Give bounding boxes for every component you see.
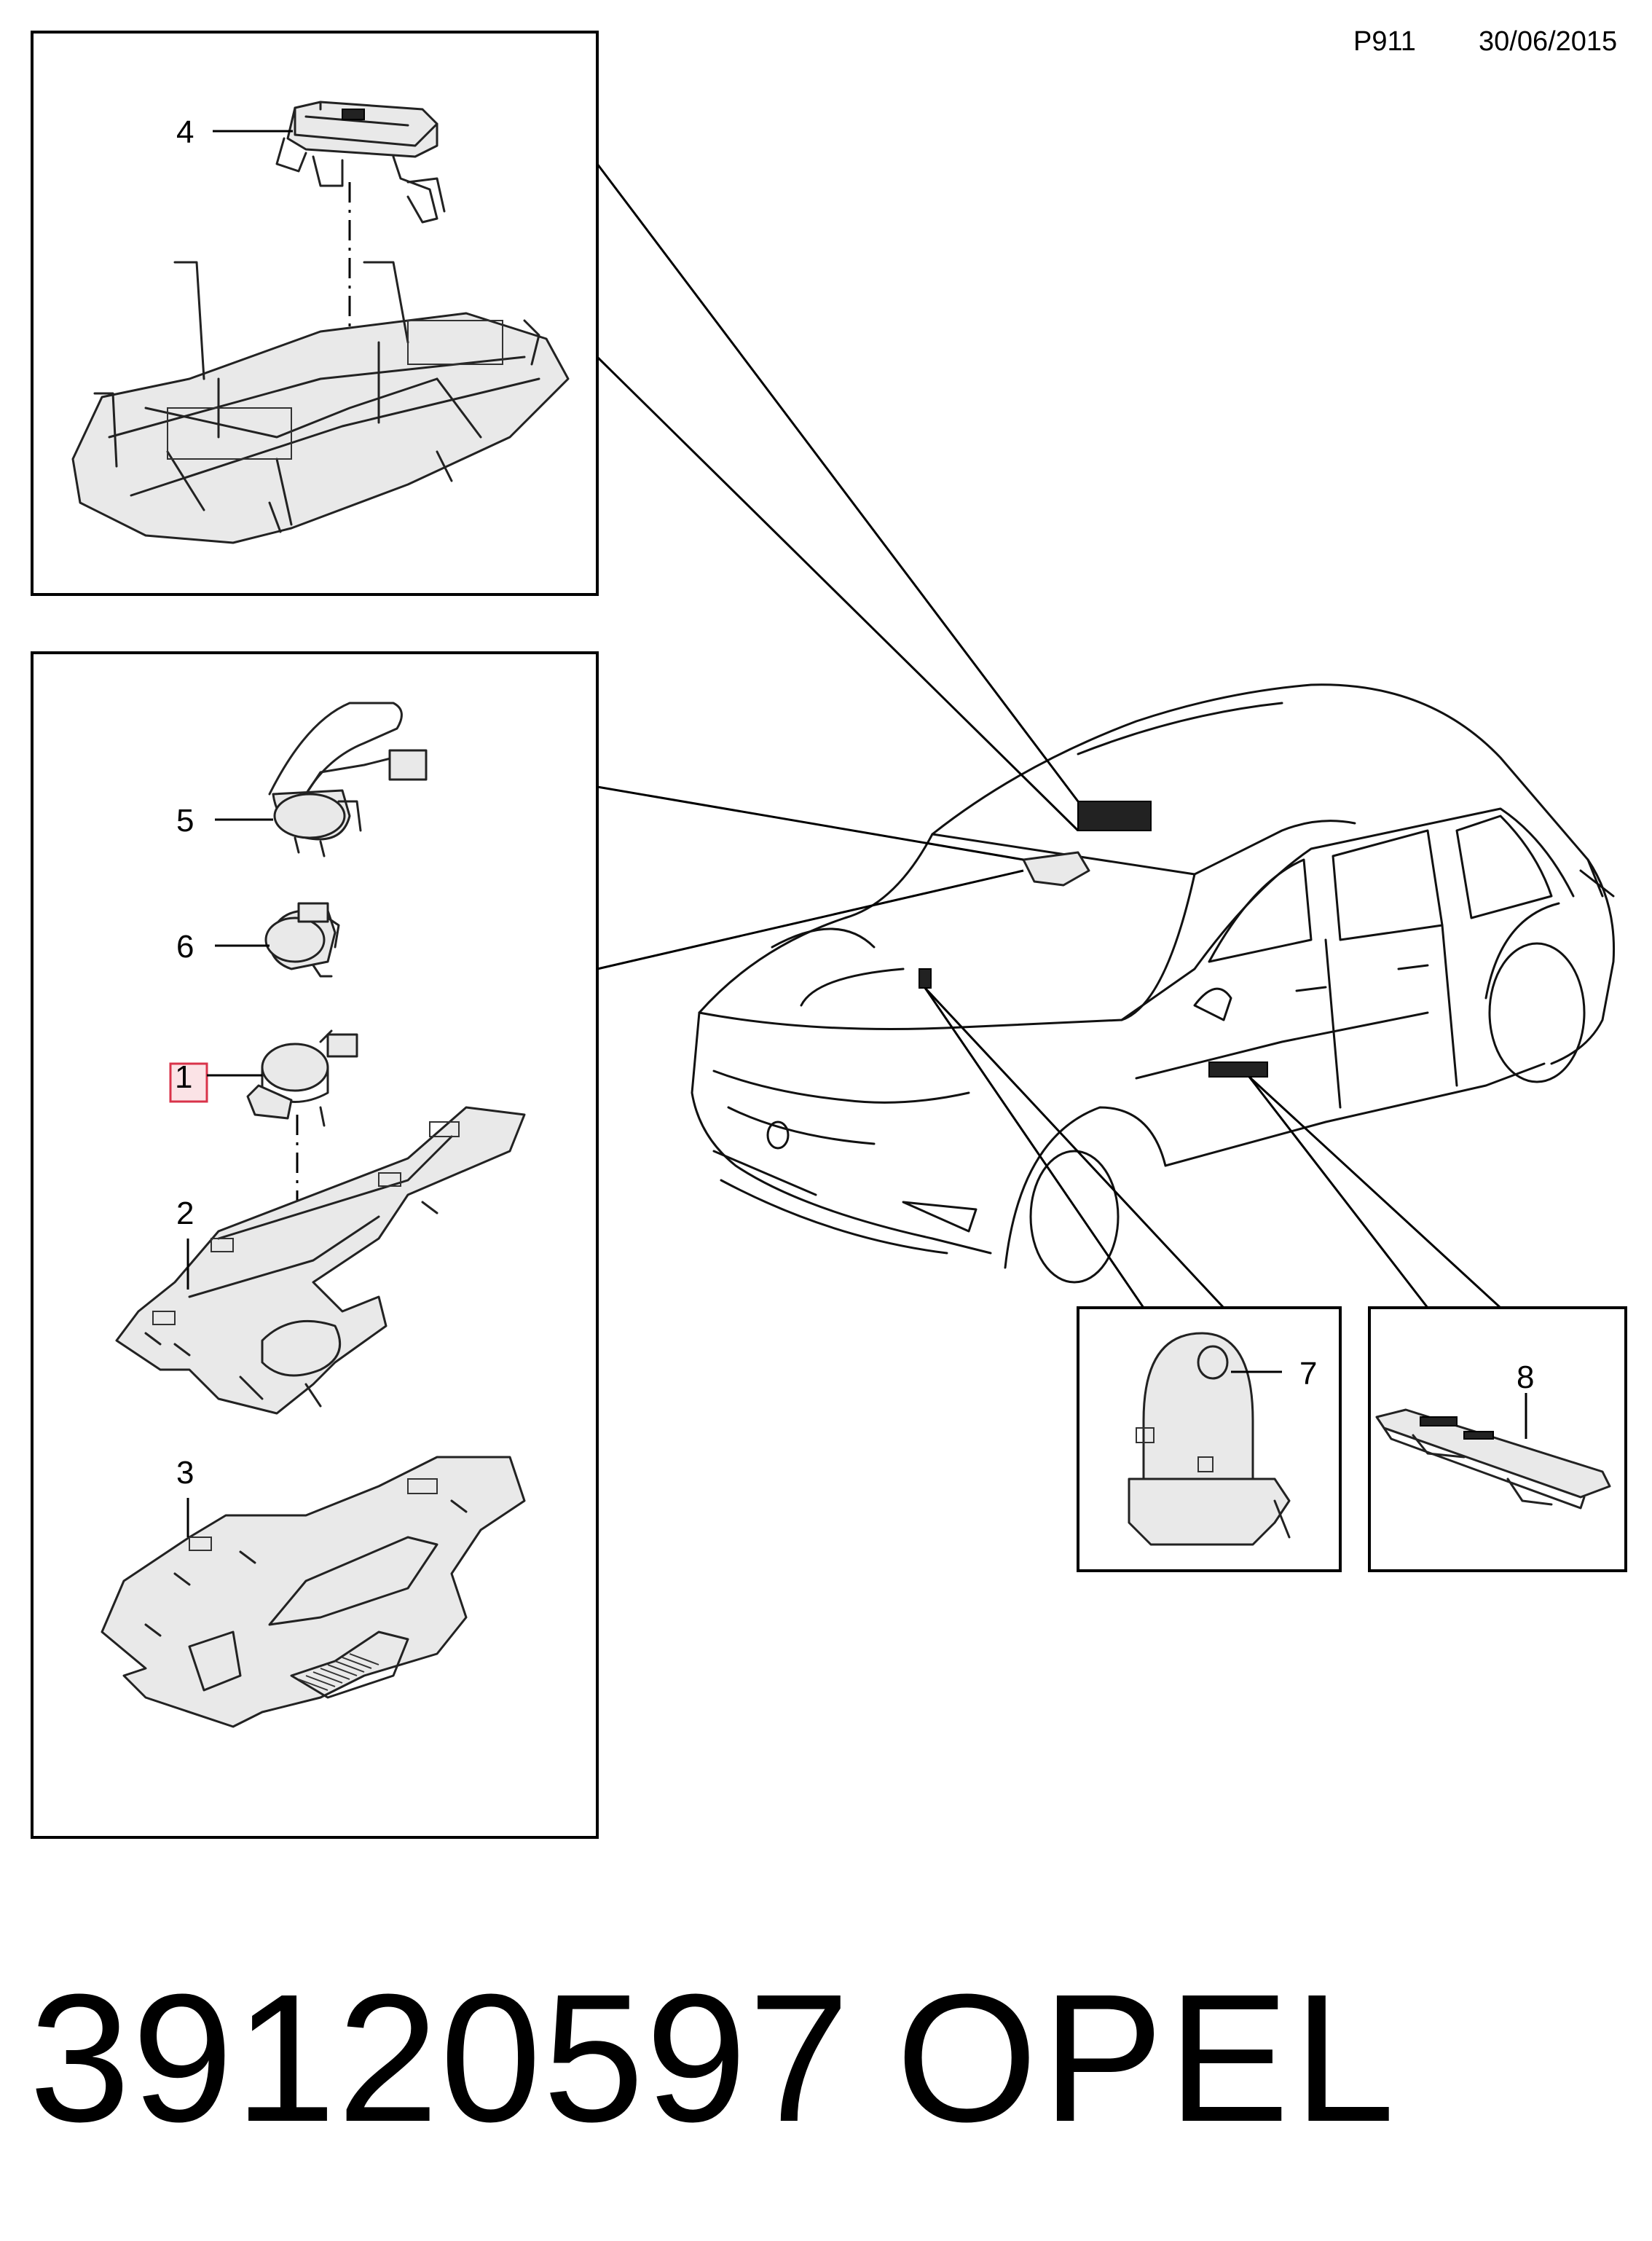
inset-frame-top [31,31,599,596]
callout-6: 6 [176,929,194,965]
callout-7: 7 [1299,1356,1317,1392]
sensor-bracket-part[interactable] [115,1106,526,1415]
roof-console-housing-part[interactable] [71,261,570,544]
switch-location [1208,1061,1268,1078]
sensor-part[interactable] [264,902,340,978]
switch-part[interactable] [1375,1408,1611,1510]
callout-8: 8 [1517,1359,1534,1395]
inset-frame-switch [1368,1306,1627,1572]
callout-3: 3 [176,1455,194,1491]
rain-light-sensor-part[interactable] [246,1029,358,1127]
diagram-code: P911 [1353,26,1416,57]
vehicle-outline [691,683,1616,1284]
sensor-location [1022,851,1090,887]
inset-switch: 8 [1368,1306,1627,1572]
callout-2: 2 [176,1196,194,1231]
inset-sensors: 5 6 1 [31,651,599,1839]
control-module-part[interactable] [275,101,446,224]
inset-roof-console: 4 [31,31,599,596]
diagram-date: 30/06/2015 [1479,26,1618,57]
callout-4: 4 [176,114,194,150]
lamp-location [919,968,932,989]
leader-lines [596,163,1626,1309]
inset-lamp: 7 [1077,1306,1342,1572]
callout-5: 5 [176,803,194,839]
sensor-cover-bracket-part[interactable] [101,1456,526,1728]
callout-1: 1 [175,1059,192,1095]
brand-name: OPEL [896,1956,1399,2159]
part-number: 39120597 [29,1956,851,2159]
roof-console-location [1077,801,1152,831]
inset-frame-left [31,651,599,1839]
sensor-with-harness-part[interactable] [268,702,428,857]
inset-frame-lamp [1077,1306,1342,1572]
lamp-bulb-part[interactable] [1128,1332,1291,1546]
highlighted-callout-box [169,1062,208,1103]
